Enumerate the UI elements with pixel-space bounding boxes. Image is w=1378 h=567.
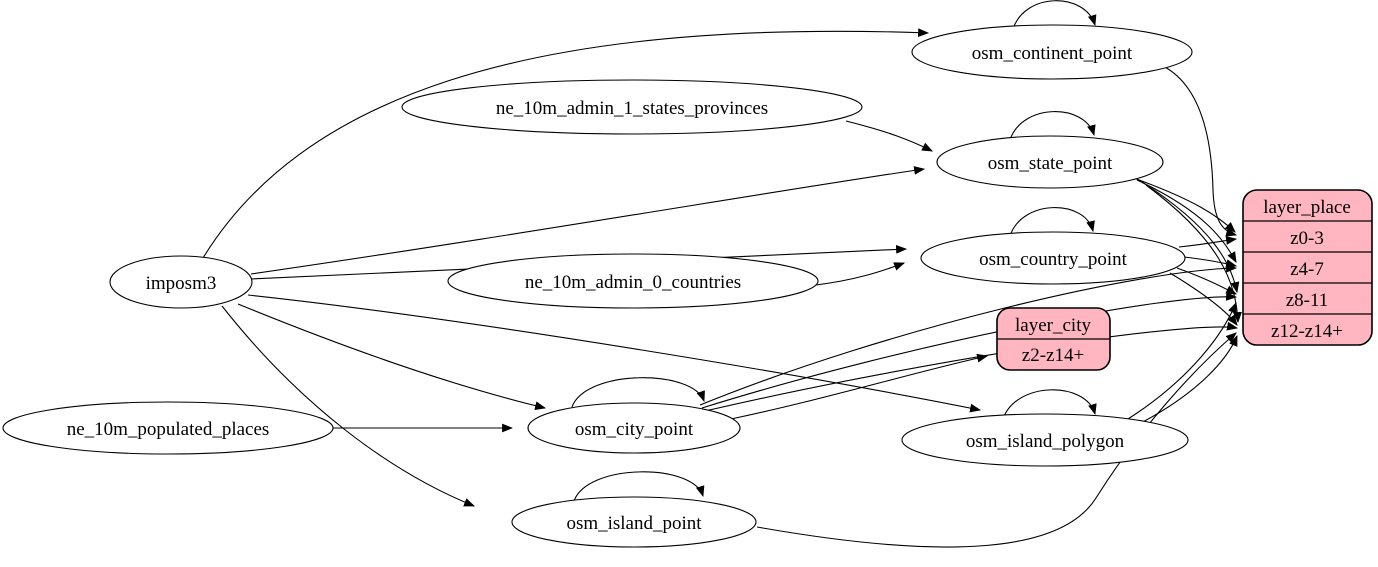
edge-state-z0-3 [1130,176,1236,233]
node-ne-10m-admin-1-states-provinces: ne_10m_admin_1_states_provinces [401,79,863,135]
layer-place-row-z4-7: z4-7 [1290,259,1324,280]
node-ne-10m-admin-0-countries: ne_10m_admin_0_countries [447,253,819,309]
imposm3-ellipse [109,255,253,309]
edge-country-z8-11 [1176,267,1237,295]
edge-loop-island-point [573,471,705,502]
ne-states-label: ne_10m_admin_1_states_provinces [496,98,768,119]
osm-city-ellipse [527,402,741,454]
osm-continent-label: osm_continent_point [972,43,1133,64]
osm-country-ellipse [920,231,1186,285]
edge-country-z0-3 [1178,236,1238,248]
edge-loop-country [1009,207,1095,237]
layer-place-row-z8-11: z8-11 [1286,290,1329,311]
edge-country-z12-z14 [1169,272,1238,326]
edge-island-polygon-z8-11 [1127,301,1237,420]
edge-city-z8-11 [701,292,1238,409]
edge-imposm3-continent [202,28,930,259]
edge-imposm3-island-point [221,305,476,507]
edge-loop-continent [1012,0,1097,30]
node-osm-city-point: osm_city_point [527,402,741,454]
osm-state-ellipse [936,135,1164,189]
node-layer-place: layer_place z0-3 z4-7 z8-11 z12-z14+ [1242,189,1373,346]
layer-city-row-z2-z14: z2-z14+ [1022,345,1084,366]
edge-state-z8-11 [1141,181,1240,294]
osm-island-polygon-ellipse [901,413,1189,467]
osm-continent-ellipse [911,24,1193,80]
ne-states-ellipse [401,79,863,135]
osm-country-label: osm_country_point [979,249,1127,270]
layer-place-row-z12-z14: z12-z14+ [1271,321,1343,342]
imposm3-label: imposm3 [146,273,217,294]
osm-state-label: osm_state_point [988,153,1113,174]
ne-countries-ellipse [447,253,819,309]
edge-imposm3-city [237,303,547,410]
osm-island-point-label: osm_island_point [566,513,702,534]
edge-ne-states-provinces-state [845,120,933,152]
edge-imposm3-state [250,166,926,275]
edge-island-point-z12-z14 [756,332,1237,548]
edge-continent-z0-3 [1162,65,1238,237]
node-osm-continent-point: osm_continent_point [911,24,1193,80]
layer-place-title: layer_place [1263,197,1351,218]
edge-loop-state [1009,111,1096,141]
osm-island-polygon-label: osm_island_polygon [966,431,1125,452]
node-osm-island-polygon: osm_island_polygon [901,413,1189,467]
osm-city-label: osm_city_point [575,419,694,440]
edge-island-polygon-z12-z14 [1138,334,1238,425]
node-osm-country-point: osm_country_point [920,231,1186,285]
layer-place-row-z0-3: z0-3 [1290,228,1324,249]
node-imposm3: imposm3 [109,255,253,309]
edge-country-z4-7 [1183,256,1238,268]
osm-island-point-ellipse [511,496,757,548]
node-layer-city: layer_city z2-z14+ [996,307,1111,371]
layer-city-title: layer_city [1015,315,1091,336]
ne-places-label: ne_10m_populated_places [67,419,270,440]
edge-loop-island-polygon [1002,389,1097,420]
ne-places-ellipse [2,401,334,455]
node-osm-state-point: osm_state_point [936,135,1164,189]
node-osm-island-point: osm_island_point [511,496,757,548]
edge-state-z12-z14 [1145,184,1242,324]
ne-countries-label: ne_10m_admin_0_countries [525,272,741,293]
layer-place-box [1242,189,1373,346]
edge-loop-city [571,377,705,408]
edge-state-z4-7 [1136,179,1237,263]
node-ne-10m-populated-places: ne_10m_populated_places [2,401,334,455]
edge-ne-countries-country [815,262,906,286]
edge-city-layer-city [730,353,989,420]
edge-imposm3-island-polygon [247,294,982,413]
